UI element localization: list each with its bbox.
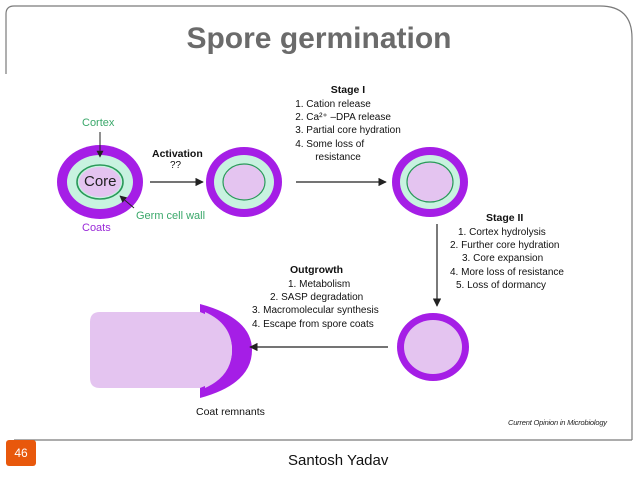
activated-spore: [206, 147, 282, 217]
outgrowth-block: Outgrowth 1. Metabolism 2. SASP degradat…: [252, 264, 392, 331]
outgrowth-item: 2. SASP degradation: [270, 292, 364, 304]
outgrowing-cell: [90, 304, 252, 398]
stage1-spore: [392, 147, 468, 217]
activation-title: Activation: [152, 148, 203, 160]
germ-cell-wall-label: Germ cell wall: [136, 210, 206, 222]
coat-remnants-label: Coat remnants: [196, 406, 265, 418]
stage1-item: 4. Some loss of: [295, 138, 365, 150]
stage1-item: resistance: [315, 151, 361, 163]
outgrowth-item: 1. Metabolism: [288, 279, 351, 290]
author-name: Santosh Yadav: [288, 452, 389, 469]
outgrowth-item: 4. Escape from spore coats: [252, 318, 374, 330]
figure-credit: Current Opinion in Microbiology: [508, 418, 607, 427]
stage2-item: 5. Loss of dormancy: [456, 279, 547, 291]
stage2-block: Stage II 1. Cortex hydrolysis 2. Further…: [450, 212, 564, 292]
activation-note: ??: [170, 160, 182, 171]
coats-label: Coats: [82, 222, 111, 234]
coat-remnant-shape: [200, 304, 252, 398]
cortex-label: Cortex: [82, 117, 115, 129]
stage1-block: Stage I 1. Cation release 2. Ca²⁺ –DPA r…: [288, 84, 408, 165]
core-label: Core: [84, 173, 117, 190]
page-number-badge: 46: [6, 440, 36, 466]
outgrowth-title: Outgrowth: [290, 264, 344, 276]
stage1-item: 1. Cation release: [295, 99, 371, 110]
stage2-item: 2. Further core hydration: [450, 240, 560, 252]
stage2-title: Stage II: [486, 212, 524, 224]
activation-block: Activation ??: [152, 148, 203, 171]
outgrowth-item: 3. Macromolecular synthesis: [252, 305, 379, 317]
stage2-item: 4. More loss of resistance: [450, 266, 564, 278]
stage2-item: 1. Cortex hydrolysis: [458, 227, 546, 238]
stage2-item: 3. Core expansion: [462, 253, 544, 265]
stage2-spore: [397, 313, 469, 381]
germ-wall-pointer: [119, 195, 135, 209]
stage1-title: Stage I: [330, 84, 366, 96]
frame-top-line: [5, 5, 633, 440]
stage1-item: 2. Ca²⁺ –DPA release: [295, 112, 391, 124]
slide-title: Spore germination: [186, 22, 452, 55]
stage1-item: 3. Partial core hydration: [295, 125, 401, 137]
